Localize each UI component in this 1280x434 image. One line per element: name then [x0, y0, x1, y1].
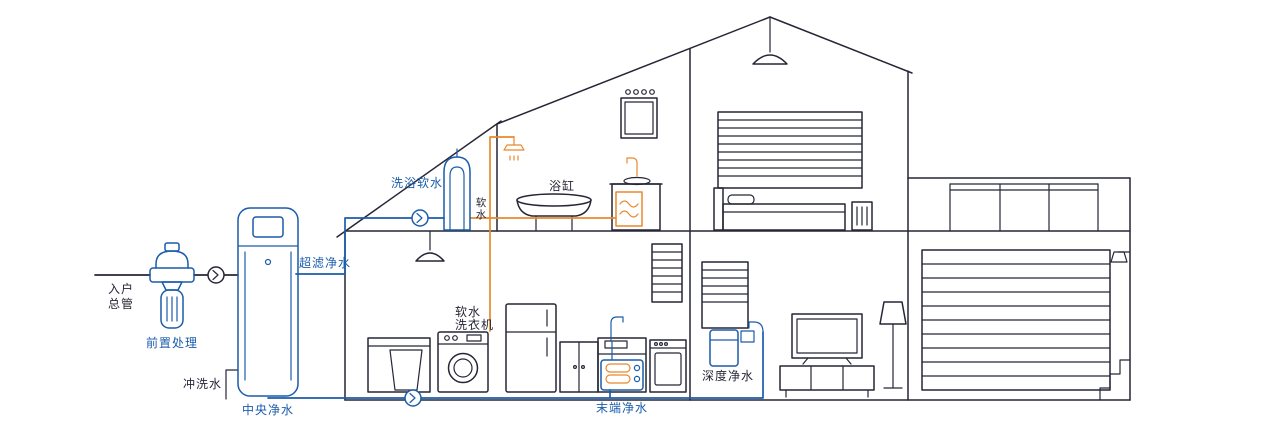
soft-water-pipe [469, 136, 617, 332]
terminal-purifier-label: 末端净水 [596, 401, 648, 415]
roof-terrace-railing [949, 183, 1099, 232]
floor-lamp [879, 301, 907, 389]
ultrafiltration-label: 超滤净水 [299, 255, 351, 270]
soft-water-label-line1: 软 [476, 196, 487, 209]
window-blinds [717, 111, 863, 189]
central-purifier-label: 中央净水 [242, 402, 294, 417]
mirror-cabinet [620, 89, 658, 139]
soft-water-label-line2: 水 [476, 209, 487, 221]
laundry-room [367, 230, 489, 393]
kitchen [505, 243, 687, 393]
garage-door [921, 249, 1111, 391]
bath-softener-label: 洗浴软水 [391, 176, 443, 190]
main-roof-left-slope [496, 16, 771, 125]
under-sink-ro-purifier [600, 359, 644, 391]
towel-radiator [651, 243, 683, 303]
flow-arrow-icon-inlet [207, 266, 225, 284]
oven [649, 339, 687, 393]
bath-softener-tank [443, 148, 471, 231]
vanity-water-device [615, 191, 643, 227]
tv-cabinet [779, 365, 875, 398]
central-purifier-tank [237, 207, 299, 397]
kitchen-faucet-icon [610, 316, 624, 361]
inlet-main-label-line1: 入户 [108, 281, 134, 296]
washing-machine [437, 331, 489, 393]
bathtub-label: 浴缸 [549, 178, 575, 193]
inlet-main-label-line2: 总管 [108, 296, 134, 311]
bedroom [713, 16, 873, 231]
deep-purifier-dispenser [709, 329, 755, 367]
labels: 入户 总管 前置处理 冲洗水 中央净水 超滤净水 洗浴软水 软 水 浴缸 软水 … [108, 176, 754, 417]
laundry-cabinet [367, 337, 431, 393]
vanity-faucet-icon [626, 157, 638, 177]
flush-drain-pipe [225, 369, 239, 400]
deep-purifier-label: 深度净水 [702, 368, 754, 383]
purified-bottom-pipe [267, 331, 764, 399]
bed [713, 187, 846, 231]
bathroom [516, 89, 663, 231]
shower-fixture-icon [503, 136, 525, 161]
sink-counter [597, 337, 647, 393]
soft-washer-label-line1: 软水 [455, 305, 481, 319]
flow-arrow-icon-bottom [404, 389, 422, 407]
soft-washer-label-line2: 洗衣机 [455, 317, 494, 332]
house-structure [336, 16, 1131, 401]
living-room [701, 261, 907, 398]
pre-treatment-label: 前置处理 [146, 335, 198, 350]
pipes [94, 136, 764, 400]
pendant-lamp-bedroom [752, 16, 788, 65]
vanity-sink [609, 176, 663, 231]
kitchen-cabinet [559, 341, 599, 393]
flow-arrow-icon-softener [411, 209, 429, 227]
tv [791, 313, 863, 365]
deep-purifier-faucet-icon [748, 321, 764, 333]
bathtub [516, 193, 592, 231]
main-roof-right-slope [769, 16, 913, 74]
louvered-shelf [701, 261, 749, 329]
wall-lamp-icon [1110, 251, 1131, 263]
flush-water-label: 冲洗水 [183, 376, 222, 391]
ultrafiltration-supply-pipe [295, 217, 445, 275]
pre-treatment-filter [149, 242, 195, 329]
garage-steps [1099, 359, 1131, 401]
refrigerator [505, 303, 557, 393]
pendant-lamp-laundry [415, 230, 445, 262]
laundry-hamper [851, 201, 873, 231]
